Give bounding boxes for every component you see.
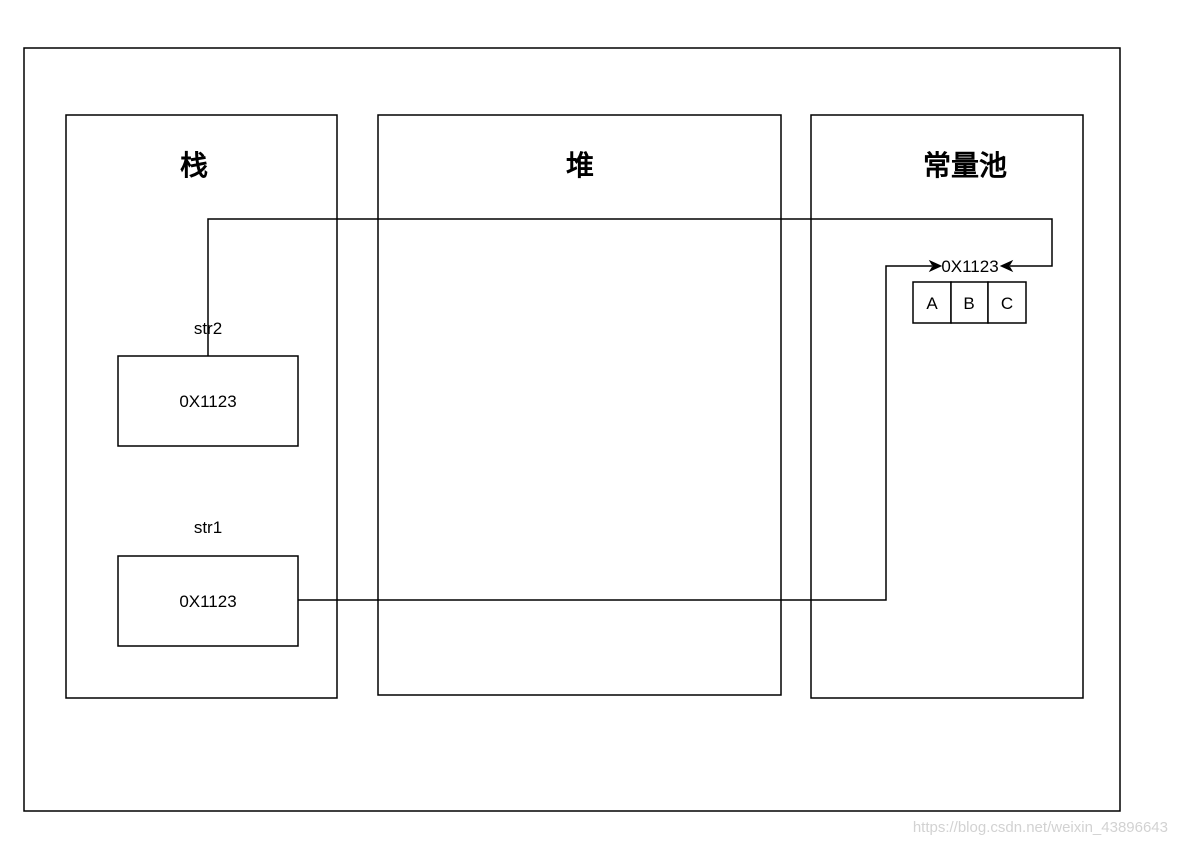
stack-title: 栈 [180,149,208,182]
str1-arrowhead [928,259,943,273]
constant-pool-string: 0X1123 A B C [912,257,1027,324]
str1-variable: str1 0X1123 [117,518,299,647]
constant-pool-container [810,114,1084,699]
char-cell-a [912,281,952,324]
char-c: C [1001,294,1013,313]
str2-value: 0X1123 [179,392,236,411]
str1-name: str1 [194,518,222,537]
constant-pool-column: 常量池 [810,114,1084,699]
heap-column: 堆 [377,114,782,696]
watermark-text: https://blog.csdn.net/weixin_43896643 [913,819,1168,836]
str2-variable: str2 0X1123 [117,319,299,447]
char-cell-b [950,281,989,324]
char-cell-c [987,281,1027,324]
str2-arrowhead [999,259,1014,273]
str2-reference-line [207,218,1053,356]
heap-container [377,114,782,696]
str1-value: 0X1123 [179,592,236,611]
char-b: B [963,294,974,313]
str1-value-box [117,555,299,647]
str1-reference-line [298,265,932,601]
str2-value-box [117,355,299,447]
constant-pool-title: 常量池 [923,149,1007,182]
heap-title: 堆 [566,149,594,182]
char-a: A [926,294,938,313]
str2-name: str2 [194,319,222,338]
constant-pool-address: 0X1123 [941,257,998,276]
